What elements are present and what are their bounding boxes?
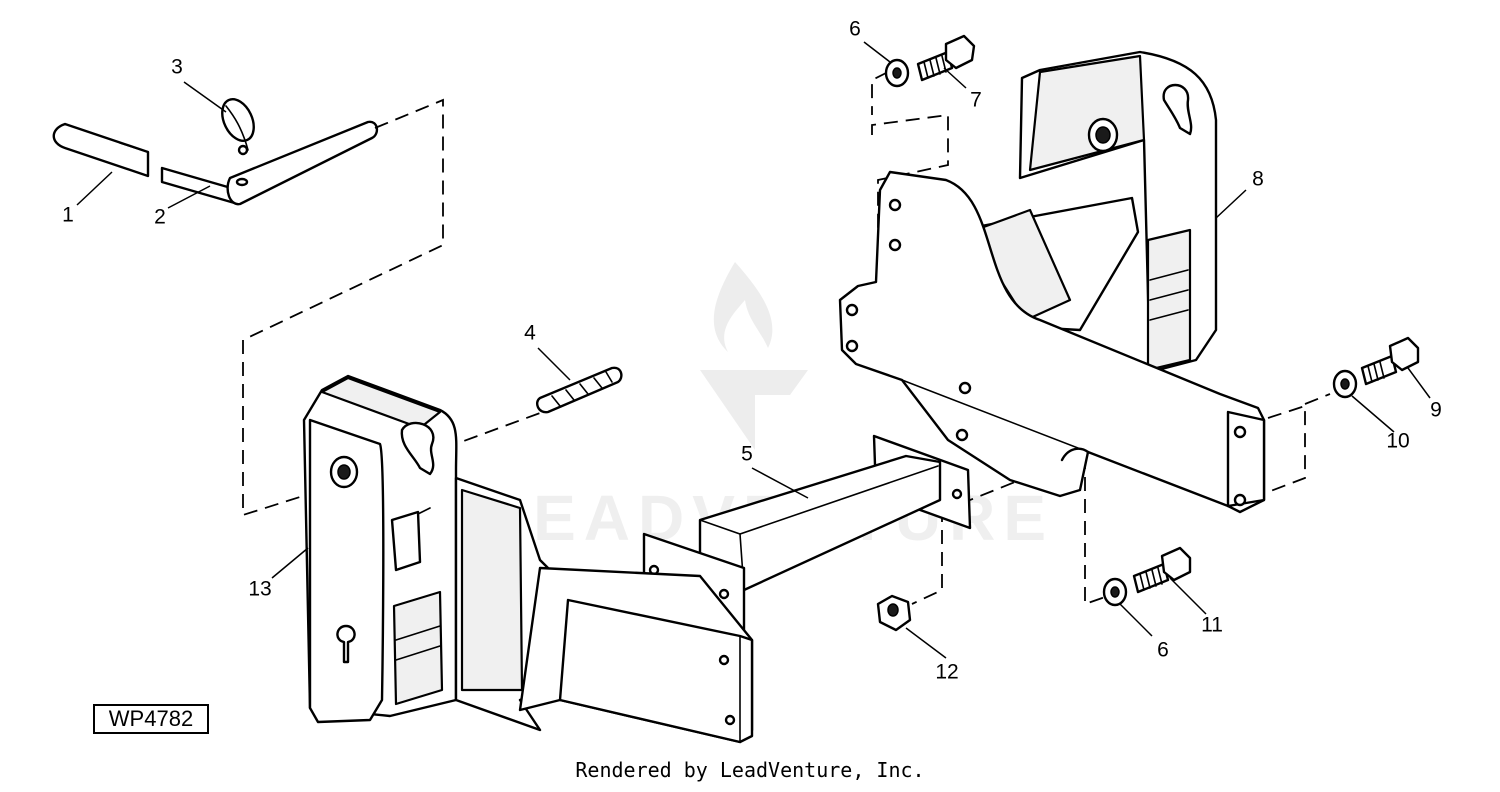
callout-11: 11 [1201,614,1223,637]
callout-8: 8 [1252,168,1264,191]
render-credit: Rendered by LeadVenture, Inc. [575,758,925,782]
callout-5: 5 [741,443,753,466]
callout-7: 7 [970,89,982,112]
callout-10: 10 [1386,430,1409,453]
diagram-reference-code: WP4782 [93,704,209,734]
callout-6-top: 6 [849,18,861,41]
part-2-l-pin [160,120,379,206]
callout-3: 3 [171,56,183,79]
part-6-washer-top [884,58,910,88]
callout-4: 4 [524,322,536,345]
part-6-washer-bottom [1102,577,1128,607]
part-4-pad [536,366,623,414]
part-9-bolt [1360,336,1420,386]
part-8-right-bracket [838,50,1266,514]
part-12-nut [876,594,912,632]
leader-lines [76,41,1431,659]
part-3-lynch-pin [221,98,255,156]
callout-1: 1 [62,204,74,227]
callout-labels: 1 2 3 4 5 6 7 8 9 10 11 6 12 13 [62,18,1442,684]
callout-13: 13 [248,578,271,601]
part-7-bolt [916,34,976,82]
callout-9: 9 [1430,399,1442,422]
part-10-washer [1332,369,1358,399]
callout-2: 2 [154,206,166,229]
callout-12: 12 [935,661,958,684]
callout-6-bottom: 6 [1157,639,1169,662]
part-1-handle-grip [52,122,150,178]
part-11-bolt [1132,546,1192,594]
part-13-left-bracket [302,374,754,744]
